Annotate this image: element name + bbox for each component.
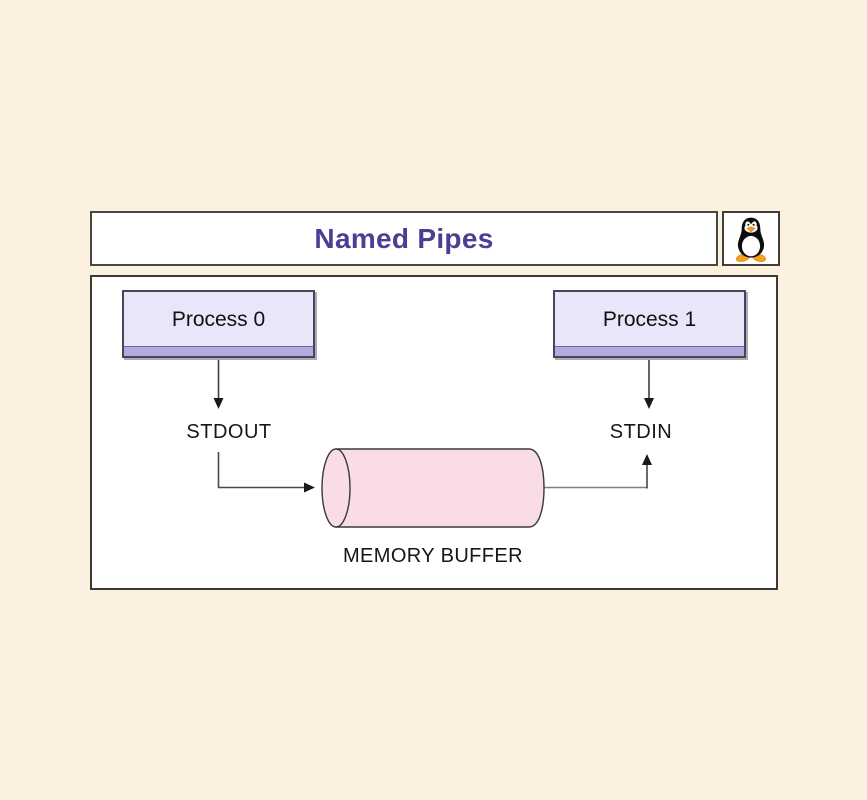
- process0-box: Process 0: [122, 290, 315, 358]
- diagram-panel: Process 0 Process 1 STDOUT STDIN MEMORY …: [90, 275, 778, 590]
- process1-box: Process 1: [553, 290, 746, 358]
- stdout-label: STDOUT: [186, 421, 272, 443]
- stdin-label: STDIN: [609, 421, 673, 443]
- title-bar: Named Pipes: [90, 211, 718, 266]
- arrow-stdout-buffer: [217, 452, 315, 493]
- page-title: Named Pipes: [314, 222, 494, 254]
- arrow-buffer-stdin: [544, 454, 652, 489]
- pipe-cylinder: [321, 448, 545, 528]
- logo-box: [722, 211, 780, 266]
- process1-strip: [555, 346, 744, 356]
- tux-linux-icon: [736, 217, 766, 262]
- arrow-process1-stdin: [644, 360, 654, 409]
- process0-strip: [124, 346, 313, 356]
- process1-label: Process 1: [602, 308, 697, 331]
- process0-label: Process 0: [171, 308, 266, 331]
- arrow-process0-stdout: [213, 360, 224, 409]
- memory-buffer-label: MEMORY BUFFER: [342, 545, 524, 567]
